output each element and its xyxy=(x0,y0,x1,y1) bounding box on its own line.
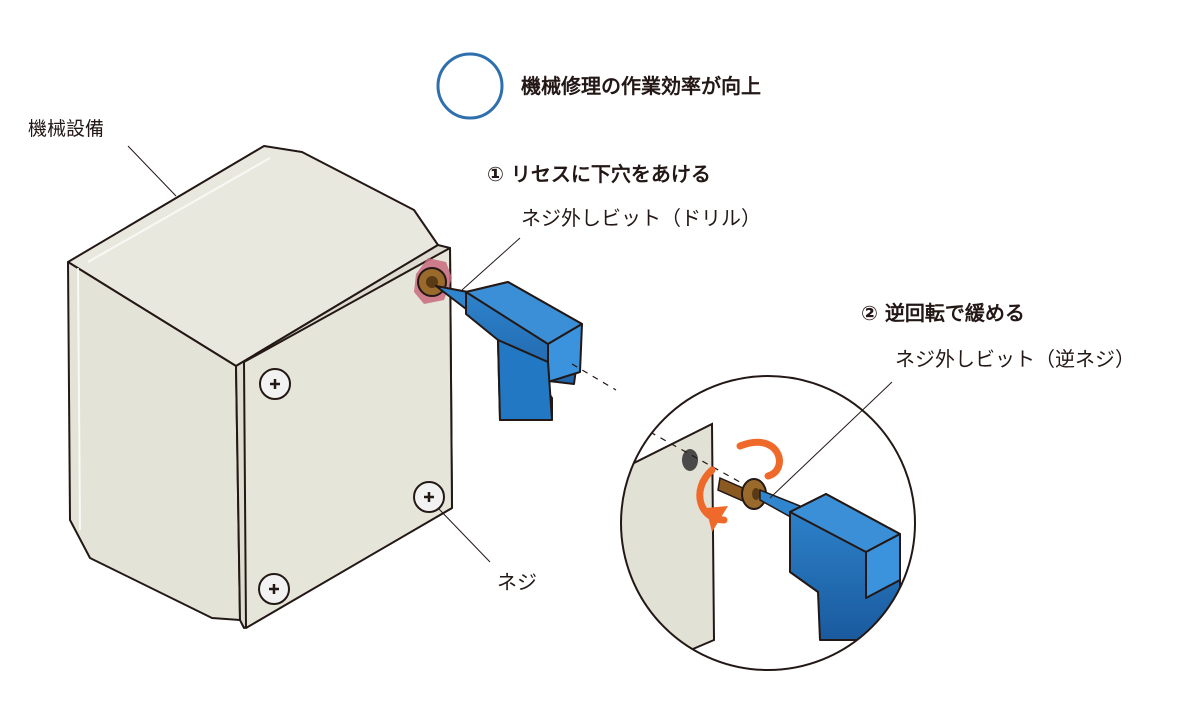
screw-head-icon xyxy=(259,368,291,400)
screw-label: ネジ xyxy=(497,570,537,594)
screw-head-icon xyxy=(413,481,445,513)
cover-plate xyxy=(243,247,453,629)
step2-title: ② 逆回転で緩める xyxy=(861,301,1025,325)
drill-bit-icon xyxy=(435,281,583,421)
magnified-view xyxy=(620,375,916,671)
equipment-box xyxy=(67,145,453,629)
step1-title: ① リセスに下穴をあける xyxy=(487,162,711,186)
title-circle-mark xyxy=(436,52,504,120)
axis-dash-line xyxy=(571,363,617,391)
step1-leader-line xyxy=(461,237,521,291)
page-title: 機械修理の作業効率が向上 xyxy=(521,74,761,98)
step2-tool-label: ネジ外しビット（逆ネジ） xyxy=(895,347,1135,371)
rotation-arrow-icon xyxy=(736,438,783,480)
damaged-screw-icon xyxy=(417,267,447,297)
screw-head-icon xyxy=(258,573,290,605)
equipment-leader-line xyxy=(127,145,177,197)
equipment-label: 機械設備 xyxy=(28,118,105,140)
step2-leader-line xyxy=(769,381,893,499)
step1-tool-label: ネジ外しビット（ドリル） xyxy=(521,206,761,230)
screw-leader-line xyxy=(437,507,491,563)
